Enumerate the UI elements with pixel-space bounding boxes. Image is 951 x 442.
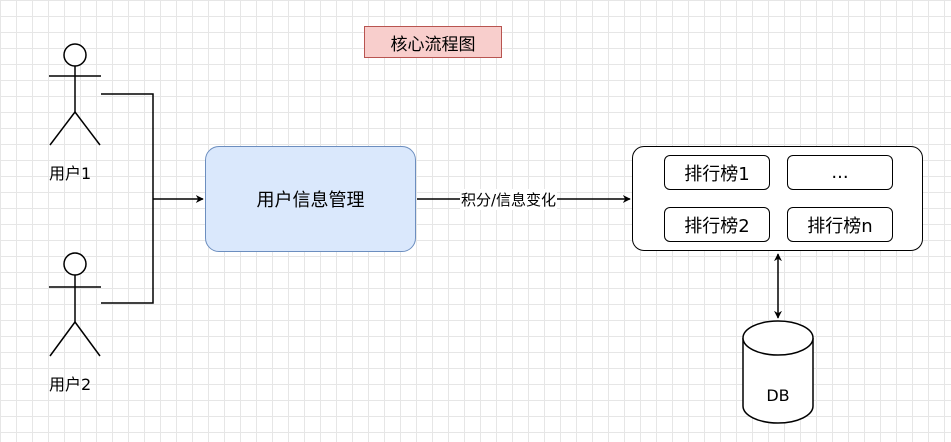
ranking-item-label: ... xyxy=(831,162,849,183)
ranking-item-label: 排行榜1 xyxy=(684,163,750,185)
actor-user2-icon xyxy=(49,252,101,357)
ranking-item-ellipsis[interactable]: ... xyxy=(787,155,893,190)
ranking-item-label: 排行榜n xyxy=(807,215,873,237)
process-label: 用户信息管理 xyxy=(256,190,365,211)
actor-user1-label: 用户1 xyxy=(49,164,92,183)
ranking-item-2[interactable]: 排行榜2 xyxy=(664,207,770,242)
database-cylinder-icon xyxy=(742,320,814,424)
database-label: DB xyxy=(766,386,790,405)
ranking-item-1[interactable]: 排行榜1 xyxy=(664,155,770,190)
diagram-title: 核心流程图 xyxy=(364,26,502,58)
actor-connector-lines xyxy=(101,93,154,304)
diagram-title-text: 核心流程图 xyxy=(390,34,476,55)
ranking-item-label: 排行榜2 xyxy=(684,215,750,237)
actor-user2-label: 用户2 xyxy=(49,375,92,394)
process-user-info-management[interactable]: 用户信息管理 xyxy=(205,146,416,252)
ranking-item-n[interactable]: 排行榜n xyxy=(787,207,893,242)
actor-user1-icon xyxy=(49,43,101,146)
edge-label-score-change: 积分/信息变化 xyxy=(460,189,558,210)
